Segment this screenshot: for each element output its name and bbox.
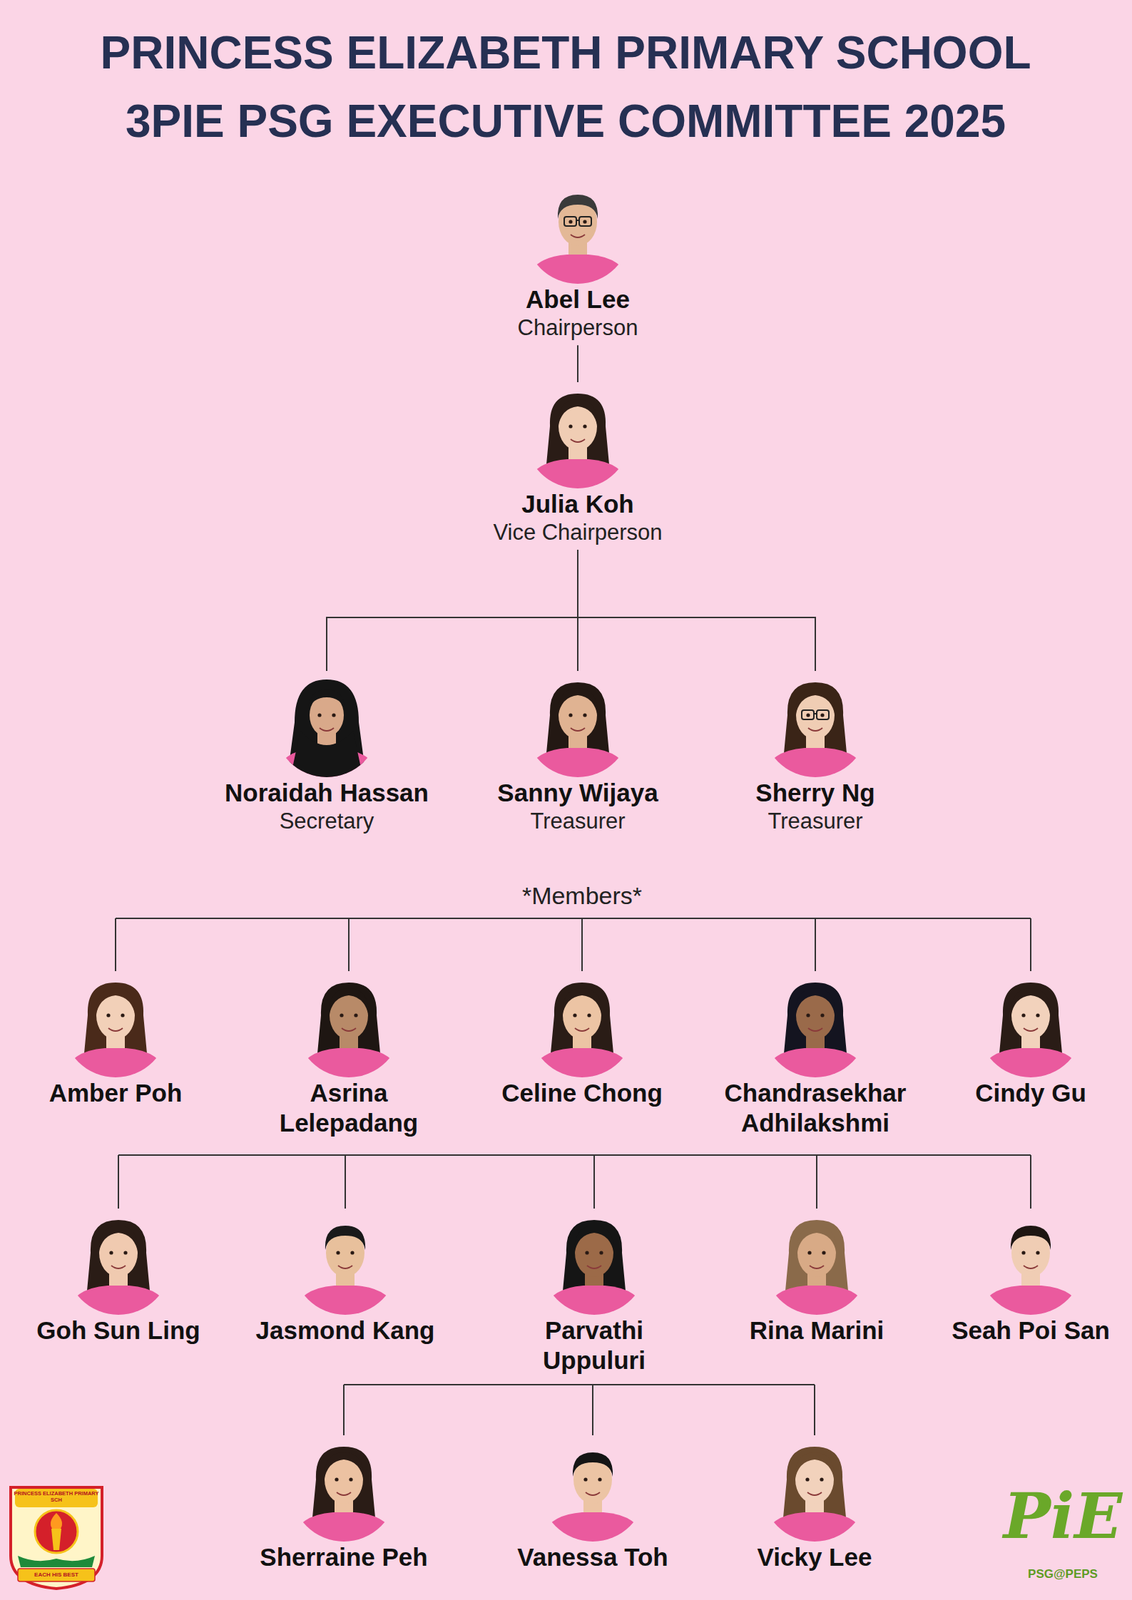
person-card: Amber Poh <box>17 971 214 1109</box>
role-title: Chairperson <box>463 314 692 341</box>
person-card: Rina Marini <box>718 1209 916 1346</box>
person-card: Chandrasekhar Adhilakshmi <box>716 971 914 1139</box>
person-card: Abel LeeChairperson <box>463 177 692 341</box>
role-title: Secretary <box>212 808 441 835</box>
person-name: Sanny Wijaya <box>463 778 692 809</box>
person-name: Abel Lee <box>463 284 692 315</box>
person-name: Asrina Lelepadang <box>250 1078 448 1139</box>
role-title: Vice Chairperson <box>463 519 692 546</box>
portrait <box>524 671 632 779</box>
portrait <box>977 971 1085 1079</box>
person-name: Julia Koh <box>463 489 692 520</box>
person-card: Sherry NgTreasurer <box>701 671 930 835</box>
person-card: Vicky Lee <box>716 1435 914 1573</box>
portrait <box>524 177 632 285</box>
portrait <box>524 382 632 490</box>
person-name: Vicky Lee <box>716 1542 914 1573</box>
person-card: Asrina Lelepadang <box>250 971 448 1139</box>
portrait <box>528 971 636 1079</box>
org-connector <box>577 549 816 672</box>
person-card: Noraidah HassanSecretary <box>212 671 441 835</box>
person-card: Celine Chong <box>483 971 681 1109</box>
portrait <box>977 1209 1085 1317</box>
org-connector <box>326 549 578 672</box>
person-card: Jasmond Kang <box>246 1209 444 1346</box>
person-card: Sherraine Peh <box>245 1435 443 1573</box>
portrait <box>62 971 170 1079</box>
portrait <box>761 971 869 1079</box>
portrait <box>763 1209 871 1317</box>
person-card: Parvathi Uppuluri <box>495 1209 693 1376</box>
person-card: Cindy Gu <box>932 971 1130 1109</box>
person-name: Goh Sun Ling <box>19 1316 217 1346</box>
role-title: Treasurer <box>701 808 930 835</box>
logo-tagline: PSG@PEPS <box>998 1567 1128 1583</box>
portrait <box>273 671 381 779</box>
person-name: Vanessa Toh <box>494 1542 692 1573</box>
person-name: Celine Chong <box>483 1078 681 1109</box>
portrait <box>540 1209 648 1317</box>
person-card: Seah Poi San <box>932 1209 1130 1346</box>
person-name: Chandrasekhar Adhilakshmi <box>716 1078 914 1139</box>
crest-motto: EACH HIS BEST <box>17 1571 95 1580</box>
person-card: Sanny WijayaTreasurer <box>463 671 692 835</box>
portrait <box>761 671 869 779</box>
person-name: Sherry Ng <box>701 778 930 809</box>
portrait <box>64 1209 172 1317</box>
role-title: Treasurer <box>463 808 692 835</box>
portrait <box>295 971 403 1079</box>
person-name: Sherraine Peh <box>245 1542 443 1573</box>
bracket-line <box>343 1385 815 1436</box>
page-title: PRINCESS ELIZABETH PRIMARY SCHOOL 3PIE P… <box>52 18 1080 156</box>
portrait <box>291 1209 399 1317</box>
person-name: Rina Marini <box>718 1316 916 1346</box>
org-connector <box>577 345 579 383</box>
bracket-line <box>115 918 1031 972</box>
person-card: Goh Sun Ling <box>19 1209 217 1346</box>
logo-wordmark: PiE <box>998 1485 1128 1548</box>
bracket-line <box>118 1155 1031 1210</box>
portrait <box>290 1435 398 1543</box>
person-name: Amber Poh <box>17 1078 214 1109</box>
person-name: Parvathi Uppuluri <box>495 1316 693 1376</box>
person-card: Julia KohVice Chairperson <box>463 382 692 546</box>
person-name: Cindy Gu <box>932 1078 1130 1109</box>
group-heading: *Members* <box>475 881 690 911</box>
portrait <box>539 1435 647 1543</box>
person-card: Vanessa Toh <box>494 1435 692 1573</box>
person-name: Noraidah Hassan <box>212 778 441 809</box>
portrait <box>761 1435 869 1543</box>
person-name: Jasmond Kang <box>246 1316 444 1346</box>
person-name: Seah Poi San <box>932 1316 1130 1346</box>
crest-text: PRINCESS ELIZABETH PRIMARY SCH <box>13 1491 100 1504</box>
